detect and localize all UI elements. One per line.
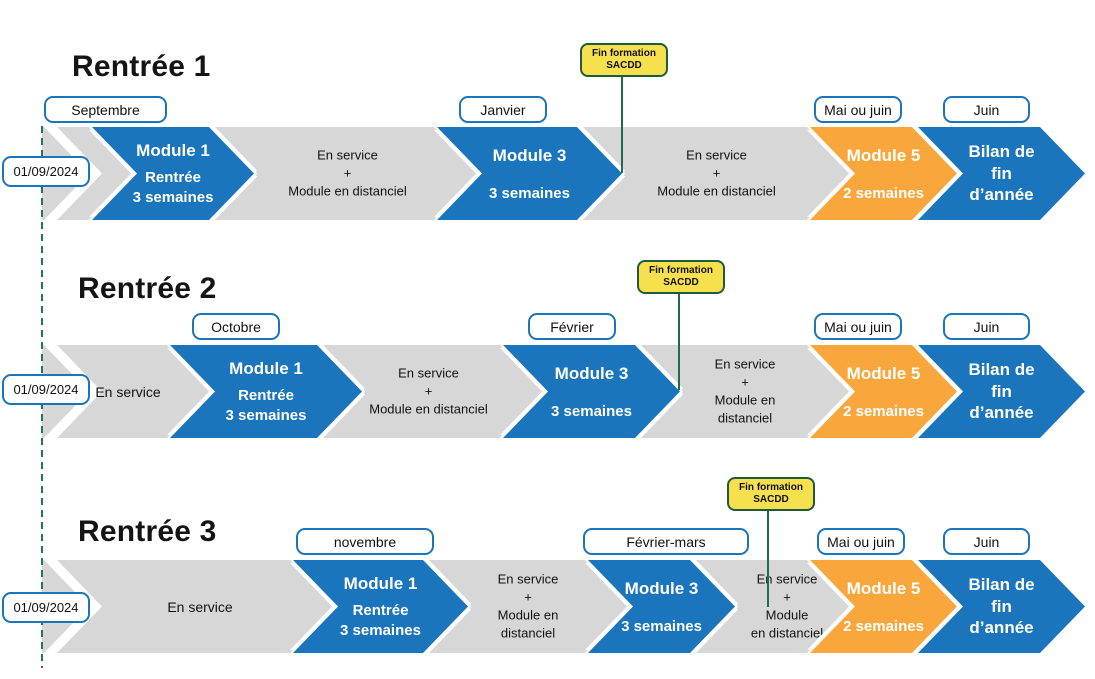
in-service-note: En service + Module en distanciel [288,147,407,199]
month-label-septembre: Septembre [44,96,167,123]
month-label-juin: Juin [943,313,1030,340]
milestone-flag-fin-formation: Fin formation SACDD [580,43,668,77]
module-duration: 3 semaines [489,184,570,202]
start-date-badge: 01/09/2024 [2,156,90,187]
module-5-chevron: Module 5 2 semaines [810,560,957,653]
row-title: Rentrée 3 [78,515,217,548]
in-service-note: En service [95,383,161,400]
timeline-band: En service Module 1 Rentrée 3 semaines E… [0,345,1095,438]
row-title: Rentrée 2 [78,272,217,305]
module-3-chevron: Module 3 3 semaines [437,127,622,220]
bilan-chevron: Bilan de fin d’année [918,127,1085,220]
module-title: Module 1 [136,141,210,160]
in-service-note: En service [167,598,233,615]
month-label-octobre: Octobre [192,313,280,340]
start-date-badge: 01/09/2024 [2,592,90,623]
module-subtitle: Rentrée [238,387,294,404]
milestone-connector-line [678,293,680,390]
row-title: Rentrée 1 [72,50,211,83]
module-3-chevron: Module 3 3 semaines [588,560,735,653]
module-duration: 3 semaines [225,407,307,424]
month-label-mai-ou-juin: Mai ou juin [814,313,902,340]
module-title: Module 5 [846,145,921,165]
module-1-chevron: Module 1 Rentrée 3 semaines [170,345,362,438]
milestone-line-2: SACDD [753,494,789,505]
module-duration: 3 semaines [340,622,421,639]
module-duration: 3 semaines [132,189,214,206]
band-background [42,560,920,653]
module-duration: 3 semaines [551,402,632,420]
module-subtitle: Rentrée [352,602,409,619]
module-duration: 2 semaines [843,617,924,635]
module-5-chevron: Module 5 2 semaines [810,127,957,220]
in-service-note: En service + Module en distanciel [497,571,559,641]
month-label-fevrier-mars: Février-mars [583,528,749,555]
module-title: Module 3 [492,145,567,165]
module-title: Module 3 [554,363,629,383]
bilan-chevron: Bilan de fin d’année [918,345,1085,438]
module-subtitle: Rentrée [145,169,201,186]
module-title: Module 1 [343,574,418,593]
in-service-note: En service + Module en distanciel [369,365,488,417]
milestone-flag-fin-formation: Fin formation SACDD [637,260,725,294]
month-label-mai-ou-juin: Mai ou juin [817,528,905,555]
bilan-chevron: Bilan de fin d’année [918,560,1085,653]
month-label-mai-ou-juin: Mai ou juin [814,96,902,123]
in-service-note: En service + Module en distanciel [657,147,776,199]
module-duration: 2 semaines [843,184,924,202]
module-title: Module 5 [846,363,921,383]
milestone-line-2: SACDD [606,60,642,71]
milestone-line-1: Fin formation [739,482,803,493]
milestone-connector-line [767,510,769,607]
month-label-juin: Juin [943,528,1030,555]
month-label-novembre: novembre [296,528,434,555]
timeline-band: En service Module 1 Rentrée 3 semaines E… [0,560,1095,653]
milestone-line-2: SACDD [663,277,699,288]
in-service-note: En service + Module en distanciel [714,356,776,426]
month-label-fevrier: Février [528,313,616,340]
module-1-chevron: Module 1 Rentrée 3 semaines [293,560,468,653]
milestone-connector-line [621,76,623,173]
month-label-juin: Juin [943,96,1030,123]
module-5-chevron: Module 5 2 semaines [810,345,957,438]
module-duration: 3 semaines [621,617,702,635]
module-3-chevron: Module 3 3 semaines [503,345,680,438]
module-1-chevron: Module 1 Rentrée 3 semaines [92,127,254,220]
module-duration: 2 semaines [843,402,924,420]
module-title: Module 1 [229,359,303,378]
milestone-line-1: Fin formation [649,265,713,276]
milestone-line-1: Fin formation [592,48,656,59]
start-date-badge: 01/09/2024 [2,374,90,405]
timeline-band: Module 1 Rentrée 3 semaines En service +… [0,127,1095,220]
milestone-flag-fin-formation: Fin formation SACDD [727,477,815,511]
module-title: Module 5 [846,578,921,598]
in-service-note: En service + Module en distanciel [750,571,824,641]
month-label-janvier: Janvier [459,96,547,123]
module-title: Module 3 [624,578,699,598]
